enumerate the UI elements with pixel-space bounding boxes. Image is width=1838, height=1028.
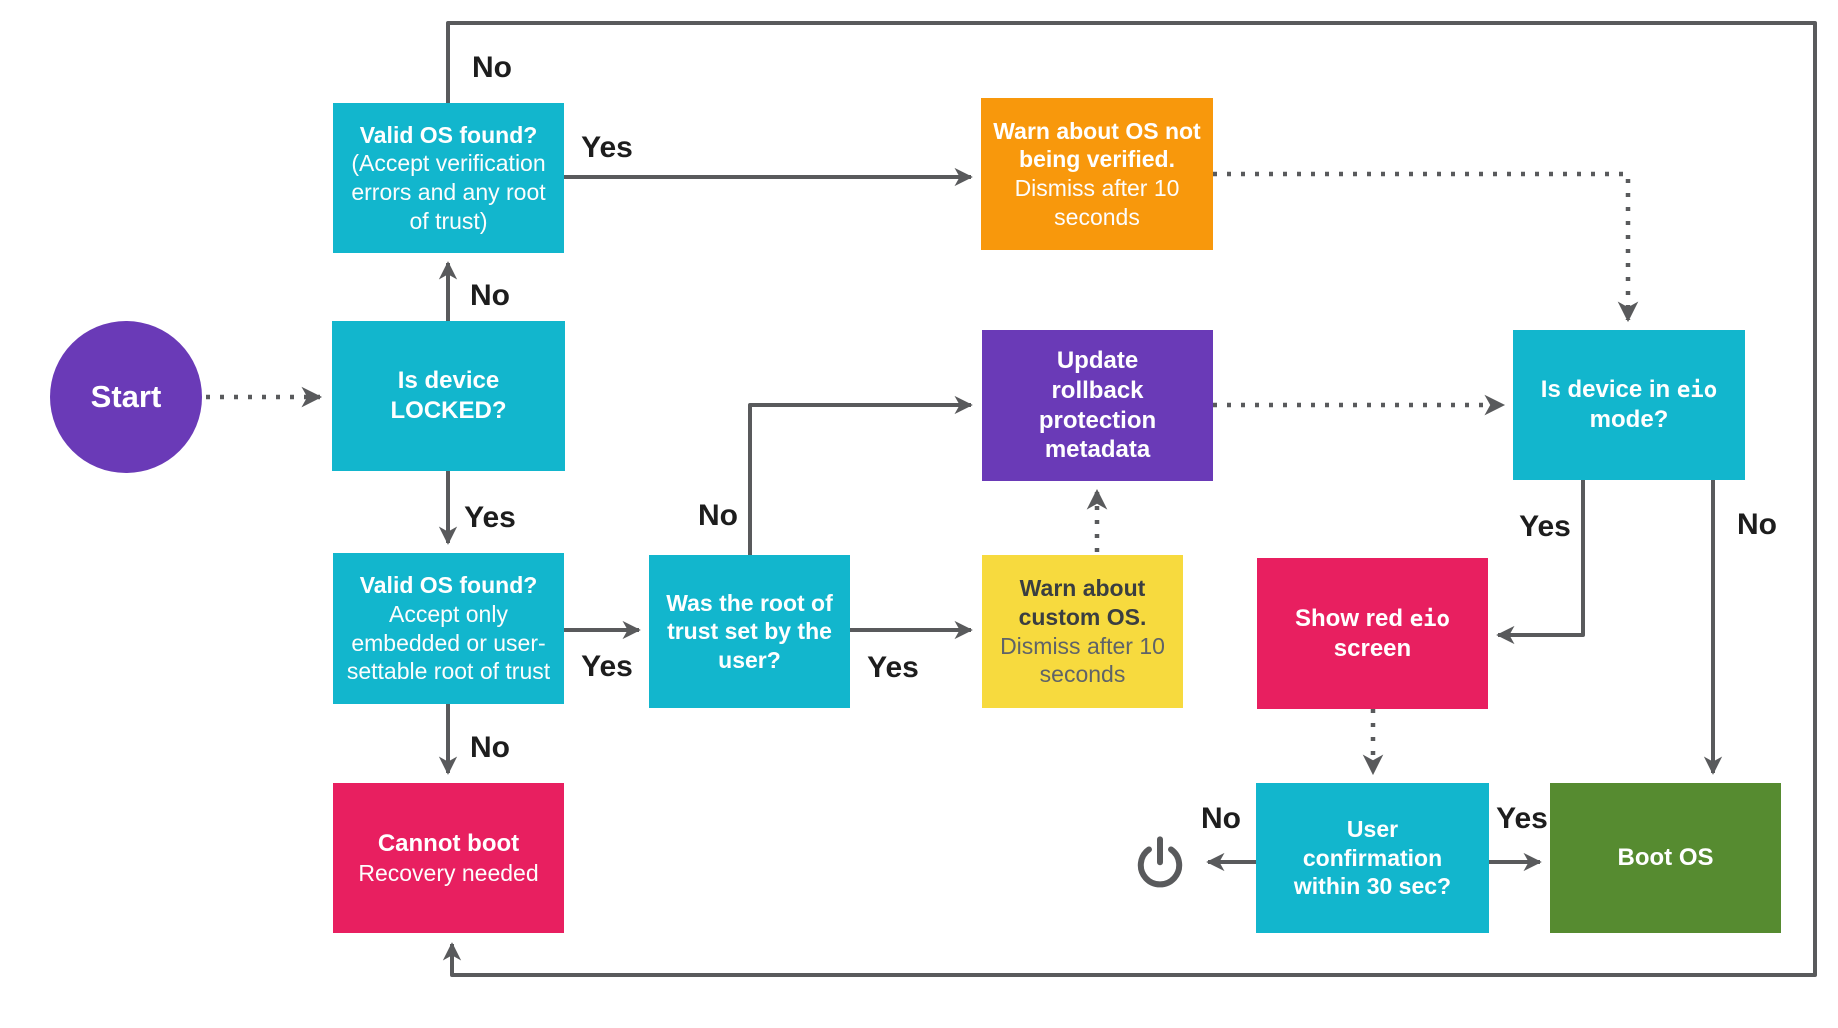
node-title: Update rollback protection metadata — [1038, 347, 1157, 464]
start-label: Start — [90, 379, 162, 414]
node-title-pre: Is device in — [1540, 376, 1677, 404]
node-subtitle: (Accept verification errors and any root… — [351, 150, 546, 234]
power-icon — [1137, 836, 1183, 888]
edge-label-no: No — [1201, 802, 1241, 835]
node-subtitle: Dismiss after 10 seconds — [1014, 175, 1180, 230]
edge-root-no-to-update — [748, 395, 973, 555]
node-title-pre: Show red — [1295, 604, 1410, 632]
node-title: Is device LOCKED? — [390, 367, 507, 424]
node-warn-unverified: Warn about OS not being verified. Dismis… — [981, 98, 1213, 250]
node-title: Warn about custom OS. — [1018, 575, 1147, 630]
edge-warn-to-eio — [1213, 171, 1639, 323]
node-title: Was the root of trust set by the user? — [666, 589, 833, 673]
node-is-device-eio: Is device in eio mode? — [1513, 330, 1745, 480]
edge-label-no: No — [470, 279, 510, 312]
node-subtitle: Accept only embedded or user-settable ro… — [346, 600, 551, 685]
node-warn-custom-os: Warn about custom OS. Dismiss after 10 s… — [982, 555, 1183, 708]
node-boot-os: Boot OS — [1550, 783, 1781, 933]
edge-label-yes: Yes — [581, 650, 633, 683]
edge-eio-yes-to-showred — [1496, 480, 1585, 645]
edge-label-yes: Yes — [1496, 802, 1548, 835]
node-title: Valid OS found? — [359, 121, 538, 148]
node-show-red-eio: Show red eio screen — [1257, 558, 1488, 709]
node-title-mono: eio — [1409, 605, 1450, 632]
node-valid-os-restricted: Valid OS found? Accept only embedded or … — [333, 553, 564, 704]
node-update-rollback: Update rollback protection metadata — [982, 330, 1213, 481]
edge-label-no: No — [472, 51, 512, 84]
edge-label-no: No — [470, 731, 510, 764]
node-subtitle: Dismiss after 10 seconds — [1000, 632, 1165, 688]
edge-label-yes: Yes — [867, 651, 919, 684]
node-title: Boot OS — [1617, 844, 1714, 872]
node-cannot-boot: Cannot boot Recovery needed — [333, 783, 564, 933]
edge-label-yes: Yes — [1519, 510, 1571, 543]
edge-validany-no-loop-to-cannotboot — [442, 21, 1817, 977]
node-title-post: screen — [1333, 634, 1412, 662]
node-title: Valid OS found? — [359, 572, 538, 599]
node-title-mono: eio — [1676, 377, 1718, 404]
edge-label-no: No — [1737, 508, 1777, 541]
node-title: Cannot boot — [377, 829, 520, 857]
node-title: Warn about OS not being verified. — [993, 117, 1201, 173]
edge-label-yes: Yes — [464, 501, 516, 534]
node-subtitle: Recovery needed — [358, 859, 539, 886]
node-is-device-locked: Is device LOCKED? — [332, 321, 565, 471]
node-valid-os-any: Valid OS found? (Accept verification err… — [333, 103, 564, 253]
edge-label-no: No — [698, 499, 738, 532]
node-title-post: mode? — [1589, 406, 1669, 433]
node-title: User confirmation within 30 sec? — [1293, 816, 1452, 900]
node-user-confirmation: User confirmation within 30 sec? — [1256, 783, 1489, 933]
edge-label-yes: Yes — [581, 131, 633, 164]
node-root-of-trust: Was the root of trust set by the user? — [649, 555, 850, 708]
start-node: Start — [50, 321, 202, 473]
